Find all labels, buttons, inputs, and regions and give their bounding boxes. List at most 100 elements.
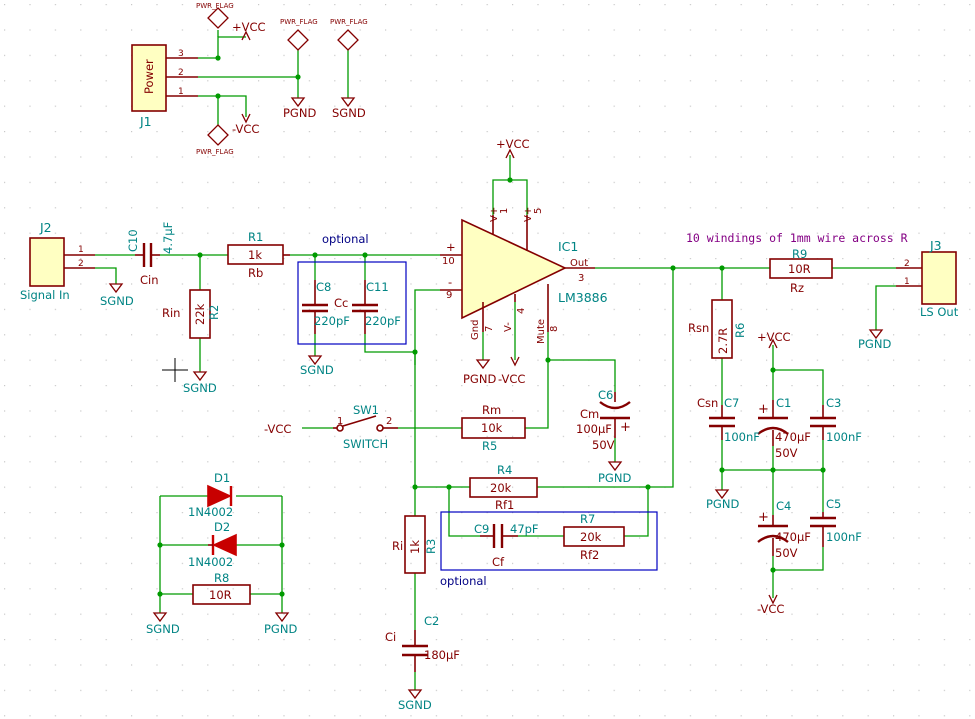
ic-vplus1: V+ [489,207,500,222]
c1-value: 470µF [775,430,811,444]
c11-value: 220pF [365,314,401,328]
ic-gnd-label: Gnd [470,320,481,340]
j1-name: Power [142,59,156,94]
c4-plus: + [758,510,769,525]
ground-icon [192,371,208,382]
c6-voltage: 50V [592,438,615,452]
d2-part: 1N4002 [188,555,233,569]
component-bodies [29,44,957,672]
c6-ref: C6 [598,388,613,402]
ls-out-connector-body [921,251,957,305]
c7-name: Csn [697,396,718,410]
junction [215,93,221,99]
r5-name: Rm [482,403,501,417]
c5-value: 100nF [826,530,862,544]
ground-icon [307,355,323,366]
c10-name: Cin [140,273,159,287]
pwr-flag-icon [287,29,309,51]
wires [95,30,896,690]
ic-vplus2-num: 5 [533,208,544,214]
vcc-pos-label: +VCC [232,20,266,34]
junctions [157,55,826,597]
ground-icon [407,689,423,700]
pwr-flag-label: PWR_FLAG [196,148,234,156]
sw1-ref: SW1 [353,403,379,417]
junction [770,567,776,573]
optional-boxes [297,261,658,571]
r9-body [769,258,833,279]
junction [215,55,221,61]
junction [362,252,368,258]
sw1-name: SWITCH [343,437,388,451]
power-connector-body [131,44,167,112]
vcc-arrow-icon [505,148,515,159]
junction [412,484,418,490]
vcc-neg-arrow-icon [768,594,778,605]
junction [197,252,203,258]
r2-name: Rin [162,306,180,320]
c4-voltage: 50V [775,546,798,560]
ground-icon [868,329,884,340]
vcc-neg-label: -VCC [264,422,291,436]
junction [295,74,301,80]
pwr-flag-label: PWR_FLAG [280,18,318,26]
ic-plus-sign: + [446,240,456,254]
pwr-flag-icon [207,124,229,146]
c6-name: Cm [580,407,599,421]
r8-ref: R8 [214,571,229,585]
junction [820,467,826,473]
j3-name: LS Out [920,305,959,319]
inductor-note: 10 windings of 1mm wire across R [686,231,908,245]
labels: Power J1 3 2 1 PWR_FLAG PWR_FLAG PWR_FLA… [20,2,959,712]
c9-ref: C9 [474,522,489,536]
junction [645,484,651,490]
pwr-flag-icon [337,29,359,51]
pwr-flag-label: PWR_FLAG [330,18,368,26]
d1-part: 1N4002 [188,505,233,519]
junction [446,484,452,490]
c1-plus: + [758,402,769,417]
sgnd-label: SGND [332,106,366,120]
vcc-neg-arrow-icon [510,356,520,367]
sgnd-label: SGND [146,622,180,636]
ground-icon [475,359,491,370]
ic-minus-sign: - [448,275,452,289]
r9-ref: R9 [792,247,807,261]
r4-body [469,477,538,498]
junction [545,357,551,363]
j3-pin1: 1 [904,277,910,287]
ground-icon [714,489,730,500]
optional-label: optional [440,574,487,588]
c2-ref: C2 [424,614,439,628]
junction [670,265,676,271]
r1-value: 1k [248,248,262,262]
pwr-flag-icon [207,7,229,29]
vcc-neg-label: -VCC [232,122,259,136]
signal-in-connector-body [29,237,65,287]
optional-box-compensation [297,261,407,345]
j3-ref: J3 [929,238,942,253]
r4-value: 20k [490,481,512,495]
pgnd-label: PGND [264,622,297,636]
vcc-pos-label: +VCC [496,137,530,151]
junction [157,591,163,597]
junction [770,467,776,473]
pgnd-label: PGND [858,337,891,351]
d1-ref: D1 [214,471,230,485]
c1-voltage: 50V [775,446,798,460]
ic-mute-num: 8 [549,326,560,332]
r1-name: Rb [248,266,263,280]
c4-ref: C4 [776,499,791,513]
ic-vminus: V- [503,322,514,332]
ic-pin9: 9 [446,290,452,301]
pgnd-label: PGND [706,497,739,511]
optional-box-feedback [440,511,658,571]
junction [279,542,285,548]
junction [312,252,318,258]
sgnd-label: SGND [183,381,217,395]
optional-label: optional [322,232,369,246]
r6-ref: R6 [733,323,747,338]
c1-ref: C1 [776,396,791,410]
junction [157,542,163,548]
ground-icon [340,97,356,108]
